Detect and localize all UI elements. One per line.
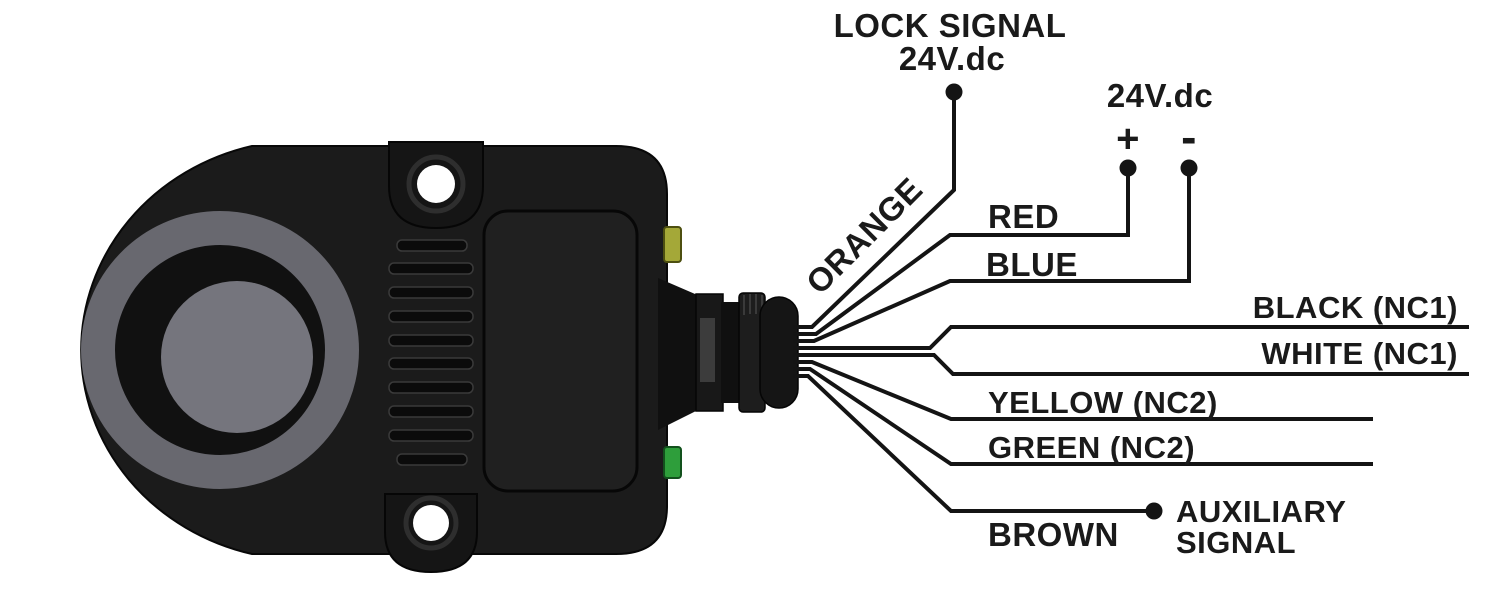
wire-yellow	[793, 360, 1373, 421]
lock-signal-label-line1: LOCK SIGNAL	[834, 7, 1067, 44]
wire-orange	[793, 100, 956, 329]
wire-white-label: WHITE (NC1)	[1261, 336, 1458, 371]
wire-white	[793, 353, 1469, 376]
mounting-hole	[413, 505, 449, 541]
wire-green-label: GREEN (NC2)	[988, 430, 1195, 465]
lock-signal-label-line2: 24V.dc	[899, 40, 1005, 77]
vent-rib	[388, 381, 474, 394]
wire-orange-label: ORANGE	[799, 170, 930, 301]
top-mounting-tab	[388, 141, 484, 230]
vent-rib	[388, 286, 474, 299]
wire-brown-label: BROWN	[988, 516, 1119, 553]
gland-sleeve	[721, 302, 741, 403]
wire-black	[793, 325, 1469, 350]
hole-ring	[406, 154, 466, 214]
cable-gland	[658, 278, 799, 430]
terminal-dots	[945, 83, 1198, 520]
vent-rib	[388, 429, 474, 442]
vent-ribs	[388, 239, 474, 466]
wire-brown	[793, 374, 1146, 513]
vent-rib	[388, 262, 474, 275]
device	[80, 141, 799, 574]
bottom-mounting-tab	[384, 493, 478, 574]
vent-rib	[388, 334, 474, 347]
wire-yellow-label: YELLOW (NC2)	[988, 385, 1218, 420]
hole-ring	[403, 495, 459, 551]
power-label: 24V.dc	[1107, 77, 1213, 114]
gland-hex-facet	[700, 318, 715, 382]
plus-terminal-dot	[1119, 159, 1137, 177]
plus-sign: +	[1116, 117, 1140, 161]
wire-red-label: RED	[988, 198, 1059, 235]
vent-rib	[388, 405, 474, 418]
wire-green	[793, 367, 1373, 466]
vent-rib	[388, 357, 474, 370]
wire-blue	[793, 176, 1191, 343]
wire-red	[793, 176, 1130, 336]
auxiliary-label-line2: SIGNAL	[1176, 525, 1296, 560]
minus-terminal-dot	[1180, 159, 1198, 177]
magnet-core	[161, 281, 313, 433]
wire-black-label: BLACK (NC1)	[1253, 290, 1458, 325]
auxiliary-terminal-dot	[1145, 502, 1163, 520]
labels: LOCK SIGNAL 24V.dc 24V.dc + - ORANGE RED…	[799, 7, 1458, 560]
lock-signal-terminal-dot	[945, 83, 963, 101]
gland-tip	[759, 296, 799, 409]
minus-sign: -	[1181, 111, 1197, 163]
wire-blue-label: BLUE	[986, 246, 1078, 283]
mounting-hole	[417, 165, 455, 203]
vent-rib	[388, 310, 474, 323]
auxiliary-label-line1: AUXILIARY	[1176, 494, 1346, 529]
wires	[793, 100, 1469, 513]
gland-boss	[658, 278, 702, 430]
gland-collar-ribs	[743, 294, 763, 315]
yellow-led	[663, 226, 682, 263]
side-panel	[482, 209, 639, 493]
vent-rib	[396, 453, 468, 466]
vent-rib	[396, 239, 468, 252]
green-led	[663, 446, 682, 479]
